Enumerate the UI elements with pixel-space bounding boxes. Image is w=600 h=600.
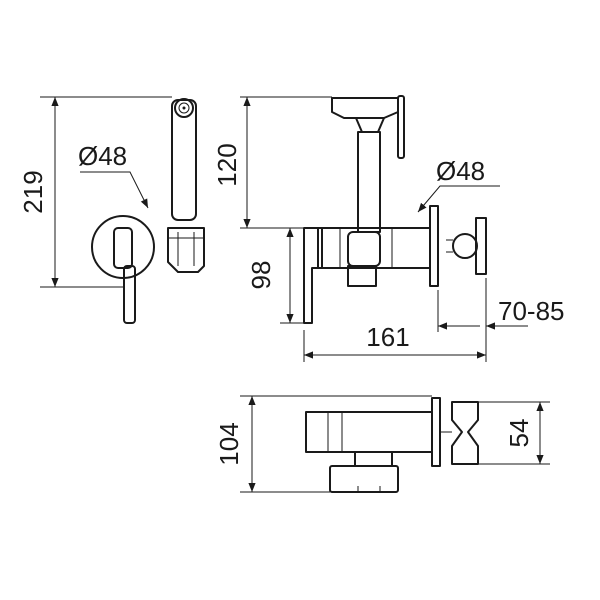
- front-holder-clip: [167, 227, 205, 273]
- side-handset-body: [357, 131, 381, 233]
- side-lever: [303, 227, 323, 324]
- plan-holder: [451, 401, 479, 465]
- plan-valve-body: [305, 411, 433, 453]
- side-spray-head: [331, 97, 399, 119]
- plan-wall-plate: [431, 397, 441, 467]
- side-view: 120 98 Ø48 70-85 161: [212, 95, 565, 362]
- dim-label-120: 120: [212, 143, 242, 186]
- front-lever-stem: [123, 265, 136, 324]
- plan-connector: [329, 465, 399, 493]
- dim-label-d48-front: Ø48: [78, 141, 127, 171]
- dim-label-161: 161: [366, 322, 409, 352]
- dim-leader-d48-front: [80, 171, 149, 209]
- front-view: 219 Ø48: [18, 96, 205, 324]
- side-valve-body: [317, 227, 431, 269]
- dim-label-104: 104: [214, 422, 244, 465]
- front-lever-handle: [113, 227, 133, 269]
- plan-view: 104 54: [214, 395, 550, 493]
- front-spray-head: [174, 98, 194, 118]
- dim-label-70-85: 70-85: [498, 296, 565, 326]
- side-mount-ring: [452, 233, 478, 259]
- side-wall-plate: [429, 205, 439, 287]
- dim-label-d48-side: Ø48: [436, 156, 485, 186]
- dim-leader-d48-side: [417, 185, 500, 213]
- dim-label-98: 98: [246, 261, 276, 290]
- dim-label-219: 219: [18, 170, 48, 213]
- dim-label-54: 54: [504, 419, 534, 448]
